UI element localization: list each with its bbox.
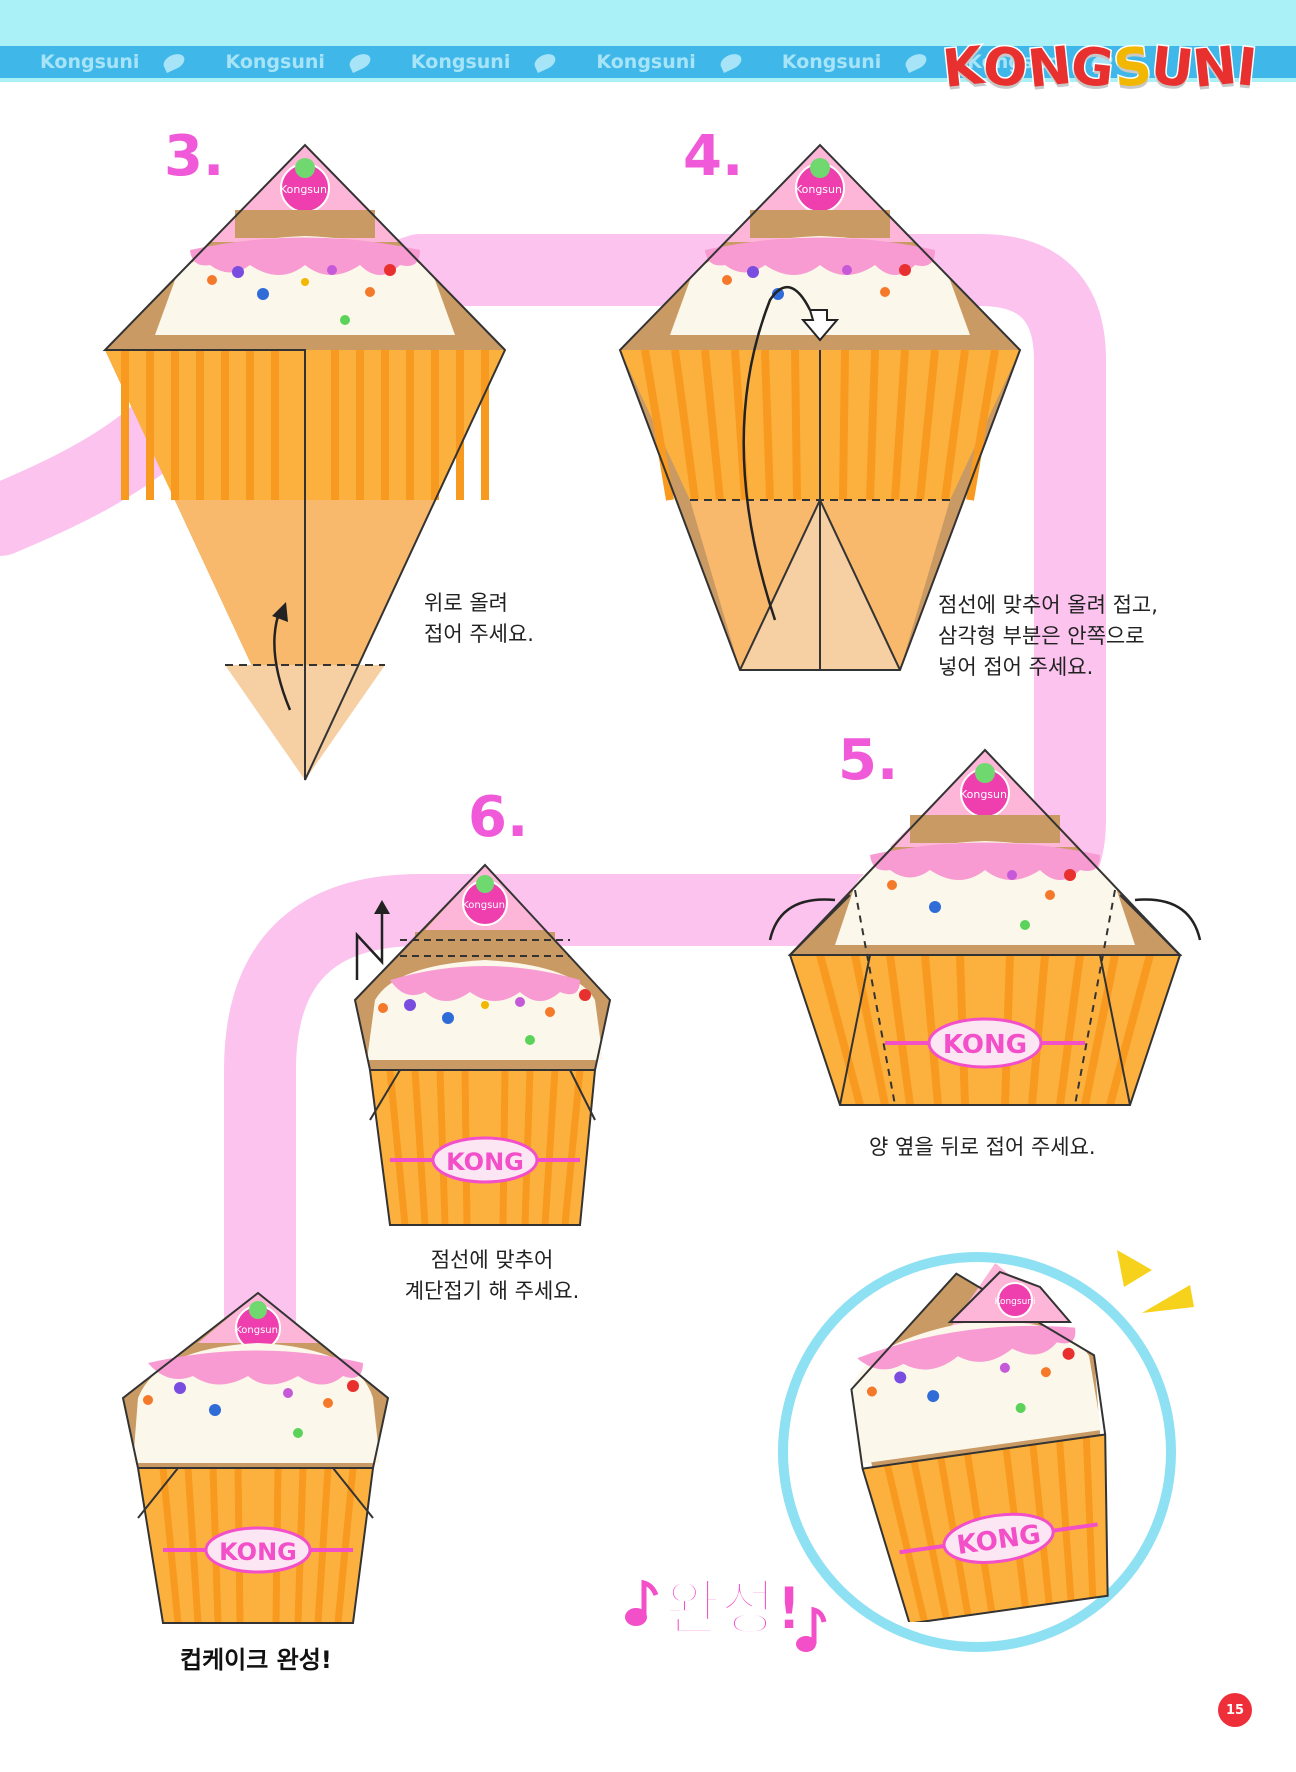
sprinkles (722, 264, 911, 300)
step-4-line-2: 삼각형 부분은 안쪽으로 (938, 624, 1145, 648)
step-4-line-3: 넣어 접어 주세요. (938, 655, 1094, 679)
logo-letter: I (1232, 36, 1261, 101)
strip-item: Kongsuni (781, 51, 930, 73)
complete-text: 완성! (664, 1573, 804, 1645)
logo-letter: U (1147, 34, 1198, 101)
step-3-diagram: Kongsuni (102, 143, 507, 781)
cup-stripes (121, 350, 489, 500)
strip-item: Kongsuni (596, 51, 744, 73)
brand-topper-text: Kongsuni (280, 183, 330, 196)
strip-item-label: Kongsuni (781, 51, 882, 73)
strip-item: Kongsuni (40, 51, 188, 73)
logo-letter: G (1067, 34, 1119, 101)
leaf-icon (717, 51, 744, 73)
step-6-diagram: Kongsuni KONG (353, 863, 612, 1226)
step-5-number: 5. (838, 728, 899, 793)
logo-letter: K (938, 35, 987, 102)
logo-letter: N (1189, 34, 1242, 101)
push-arrow-icon (800, 309, 840, 342)
completed-cupcake-diagram: KONG Kongsuni (850, 1263, 1109, 1622)
brand-topper-text: Kongsuni (995, 1297, 1036, 1307)
final-label: 컵케이크 완성! (180, 1646, 332, 1674)
leaf-icon (161, 51, 188, 73)
strip-item-label: Kongsuni (410, 51, 511, 73)
step-4-diagram: Kongsuni (618, 143, 1022, 671)
step-3-line-1: 위로 올려 (424, 591, 508, 615)
step-6-number: 6. (468, 785, 529, 850)
burst-marks-icon (1117, 1250, 1194, 1313)
strip-item-label: Kongsuni (596, 51, 696, 73)
leaf-icon (532, 51, 559, 73)
strip-item-label: Kongsuni (967, 51, 1067, 73)
strip-item: Kongsuni (967, 51, 1115, 73)
step-6-line-2: 계단접기 해 주세요. (404, 1279, 580, 1303)
step-5-diagram: Kongsuni KONG (768, 748, 1202, 1107)
step-6-line-1: 점선에 맞추어 (430, 1248, 554, 1272)
step-4-line-1: 점선에 맞추어 올려 접고, (938, 593, 1158, 617)
step-5-instruction: 양 옆을 뒤로 접어 주세요. (869, 1132, 1096, 1163)
cherry-topper (997, 1282, 1033, 1318)
step-5-line-1: 양 옆을 뒤로 접어 주세요. (869, 1135, 1096, 1159)
step-3-line-2: 접어 주세요. (424, 622, 534, 646)
strip-item-label: Kongsuni (225, 51, 325, 73)
final-cupcake-diagram: Kongsuni KONG (121, 1291, 390, 1624)
page-number: 15 (1218, 1693, 1252, 1727)
logo-letter: O (979, 34, 1032, 101)
logo-letter: N (1023, 34, 1076, 101)
music-note-icon (625, 1579, 659, 1626)
music-note-icon-2 (796, 1606, 827, 1652)
step-4-number: 4. (683, 124, 744, 189)
strip-item: Kongsuni (410, 51, 559, 73)
step-fold-arrow-icon (355, 900, 390, 980)
brand-badge-text: KONG (219, 1538, 297, 1566)
leaf-icon (903, 51, 930, 73)
step-3-number: 3. (164, 124, 225, 189)
brand-badge-text: KONG (943, 1030, 1027, 1060)
brand-topper-text: Kongsuni (462, 900, 508, 911)
brand-topper-text: Kongsuni (960, 788, 1010, 801)
header-strip: Kongsuni Kongsuni Kongsuni Kongsuni Kongsuni… (0, 46, 1296, 78)
leaf-icon (346, 51, 373, 73)
brand-topper-text: Kongsuni (235, 1325, 281, 1336)
strip-item-label: Kongsuni (40, 51, 140, 73)
sprinkles (207, 264, 396, 325)
brand-topper-text: Kongsuni (795, 183, 845, 196)
brand-badge-text: KONG (446, 1148, 524, 1176)
strip-item: Kongsuni (225, 51, 373, 73)
